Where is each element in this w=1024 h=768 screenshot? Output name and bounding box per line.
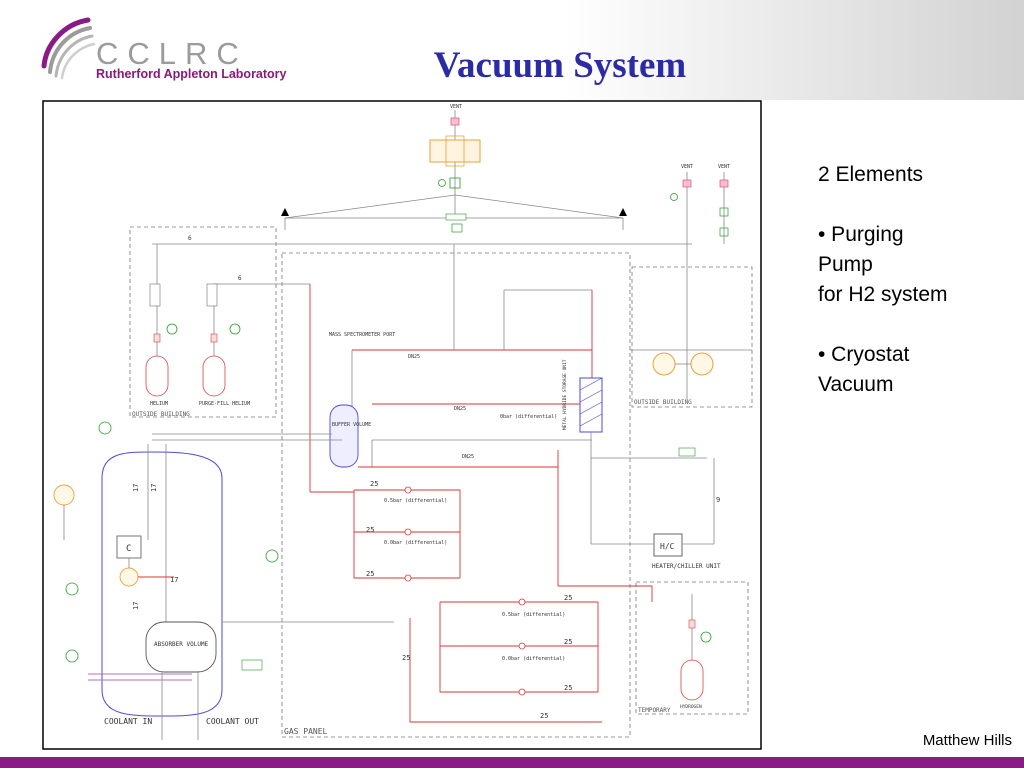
logo-swirl-icon	[41, 17, 96, 80]
svg-text:COOLANT IN: COOLANT IN	[104, 717, 152, 726]
temporary-box	[635, 581, 749, 715]
svg-text:9: 9	[716, 496, 720, 504]
svg-text:HYDROGEN: HYDROGEN	[680, 704, 702, 710]
svg-text:17: 17	[132, 484, 140, 492]
svg-text:0.0bar (differential): 0.0bar (differential)	[502, 656, 565, 662]
svg-text:ABSORBER VOLUME: ABSORBER VOLUME	[154, 641, 209, 648]
mass-spectrometer-label: MASS SPECTROMETER PORT	[329, 332, 395, 338]
notes-line-elements: 2 Elements	[818, 163, 924, 186]
svg-text:HEATER/CHILLER UNIT: HEATER/CHILLER UNIT	[652, 563, 721, 570]
notes-line-purging: • Purging	[818, 223, 904, 246]
gas-panel-box	[281, 252, 631, 738]
svg-text:COOLANT OUT: COOLANT OUT	[206, 717, 259, 726]
logo-subtitle: Rutherford Appleton Laboratory	[96, 67, 287, 81]
vent-label-top: VENT	[450, 104, 462, 110]
svg-text:6: 6	[188, 235, 192, 242]
svg-text:METAL HYDRIDE STORAGE UNIT: METAL HYDRIDE STORAGE UNIT	[562, 359, 568, 430]
svg-text:0.5bar (differential): 0.5bar (differential)	[502, 612, 565, 618]
notes-line-cryostat: • Cryostat	[818, 343, 910, 366]
outside-building-box-left	[129, 226, 277, 418]
svg-text:C: C	[126, 544, 131, 554]
footer-band	[0, 757, 1024, 768]
helium-cylinder	[145, 355, 169, 397]
logo-text: CCLRC	[96, 36, 248, 71]
svg-text:6: 6	[238, 275, 242, 282]
page-title: Vacuum System	[433, 45, 687, 86]
svg-text:HELIUM: HELIUM	[150, 401, 168, 407]
svg-text:25: 25	[402, 654, 410, 662]
temporary-label: TEMPORARY	[638, 707, 671, 714]
notes-line-pump: Pump	[818, 253, 873, 276]
svg-text:PURGE-FILL HELIUM: PURGE-FILL HELIUM	[199, 401, 250, 407]
outside-building-label-left: OUTSIDE BUILDING	[132, 411, 190, 418]
notes-line-vacuum: Vacuum	[818, 373, 894, 396]
svg-text:25: 25	[564, 684, 572, 692]
notes-line-h2-system: for H2 system	[818, 283, 948, 306]
svg-text:25: 25	[366, 570, 374, 578]
purging-pump	[429, 139, 481, 163]
absorber-volume	[145, 621, 217, 673]
svg-text:VENT: VENT	[681, 164, 693, 170]
outside-building-box-right	[631, 266, 753, 408]
svg-text:H/C: H/C	[660, 542, 675, 551]
notes-panel: 2 Elements • Purging Pump for H2 system …	[818, 160, 1018, 400]
vacuum-system-schematic: OUTSIDE BUILDING OUTSIDE BUILDING GAS PA…	[42, 100, 762, 750]
buffer-volume	[329, 404, 359, 468]
svg-text:17: 17	[170, 576, 178, 584]
header-band	[0, 0, 1024, 100]
svg-text:VENT: VENT	[718, 164, 730, 170]
svg-text:0.0bar (differential): 0.0bar (differential)	[384, 540, 447, 546]
svg-text:17: 17	[132, 602, 140, 610]
heater-chiller	[653, 533, 683, 557]
gas-panel-label: GAS PANEL	[284, 727, 328, 736]
svg-text:DN25: DN25	[408, 354, 420, 360]
svg-text:25: 25	[564, 638, 572, 646]
svg-text:25: 25	[370, 480, 378, 488]
purge-fill-helium-cylinder	[202, 355, 226, 397]
cryostat-vessel	[101, 451, 223, 717]
hydrogen-cylinder	[680, 659, 704, 701]
svg-text:25: 25	[540, 712, 548, 720]
author-name: Matthew Hills	[922, 732, 1012, 749]
svg-text:0.5bar (differential): 0.5bar (differential)	[384, 498, 447, 504]
svg-text:DN25: DN25	[462, 454, 474, 460]
svg-text:BUFFER VOLUME: BUFFER VOLUME	[332, 422, 371, 428]
svg-text:0bar (differential): 0bar (differential)	[500, 414, 557, 420]
svg-text:17: 17	[150, 484, 158, 492]
outside-building-label-right: OUTSIDE BUILDING	[634, 399, 692, 406]
svg-text:25: 25	[366, 526, 374, 534]
svg-text:DN25: DN25	[454, 406, 466, 412]
svg-text:25: 25	[564, 594, 572, 602]
